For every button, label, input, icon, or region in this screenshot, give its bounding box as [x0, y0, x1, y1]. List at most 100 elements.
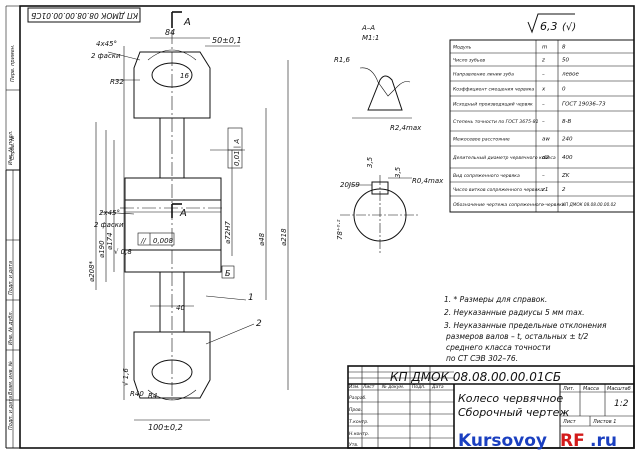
svg-text:Утв.: Утв. [349, 442, 358, 448]
wheel-section-view: А А [95, 11, 289, 421]
datum-b: Б [221, 265, 235, 279]
svg-text:Подп.: Подп. [412, 384, 426, 390]
svg-text:Б: Б [225, 269, 231, 278]
svg-text:Лит.: Лит. [562, 386, 575, 392]
svg-text:Т.контр.: Т.контр. [349, 419, 369, 425]
dim-r04max: R0,4max [412, 177, 444, 185]
svg-text:№ докум.: № докум. [381, 384, 404, 390]
svg-text:Дата: Дата [431, 384, 444, 390]
dim-40: 40 [176, 304, 185, 312]
param-symbol: m [542, 45, 547, 51]
param-value: 8 [562, 45, 566, 51]
tooth-profile-view: А–А М1:1 R1,6 R2,4max [334, 24, 422, 132]
dim-r16: R1,6 [334, 56, 351, 64]
param-symbol: z [541, 58, 545, 64]
svg-text://: // [140, 237, 146, 245]
title-block-code: КП ДМОК 08.08.00.00.01СБ [390, 370, 561, 384]
dim-chamfer-top-count: 2 фаски [91, 52, 121, 60]
drawing-title: Колесо червячное [458, 392, 563, 405]
dim-key-20js9: 20JS9 [340, 181, 360, 189]
sheet-frame [19, 5, 635, 449]
param-value: 2 [562, 187, 566, 193]
param-name: Число зубьев [453, 58, 485, 64]
param-symbol: – [542, 72, 545, 78]
dim-bore-72h7: ⌀72H7 [224, 221, 232, 244]
note-line: 2. Неуказанные радиусы 5 мм max. [444, 308, 585, 317]
dim-r24max: R2,4max [390, 124, 422, 132]
dim-diameter-48: ⌀48 [258, 232, 266, 246]
note-line: 1. * Размеры для справок. [444, 295, 547, 304]
param-value: 0 [562, 87, 566, 93]
callout-1: 1 [248, 293, 254, 303]
svg-text:Разраб.: Разраб. [349, 395, 367, 401]
dim-chamfer-bore: 2х45° [99, 209, 120, 217]
section-marker-mid: А [179, 208, 187, 219]
section-scale: М1:1 [362, 34, 379, 42]
side-column-label: Инв. № подл. [8, 131, 14, 166]
watermark-logo: Kursovoy RF .ru [458, 431, 617, 451]
param-symbol: d2 [542, 155, 549, 161]
note-line: среднего класса точности [446, 343, 551, 352]
param-name: Коэффициент смещения червяка [453, 87, 534, 93]
title-block: КП ДМОК 08.08.00.00.01СБ Колесо червячно… [347, 365, 635, 449]
param-symbol: – [542, 173, 545, 179]
svg-text:.ru: .ru [590, 431, 617, 451]
param-value: ZK [561, 173, 570, 179]
side-column-label: Инв. № дубл. [8, 311, 14, 345]
svg-text:Масштаб: Масштаб [607, 386, 631, 392]
dim-r40: R40 [130, 390, 144, 398]
scale-value: 1:2 [614, 399, 629, 409]
keyway-section-view: 20JS9 3,5 3,5 R0,4max 78⁺⁰·² [336, 156, 444, 255]
main-view-dimensions: 4х45° 2 фаски R32 2х45° 2 фаски √ 0,8 ⌀2… [88, 28, 288, 432]
param-name: Обозначение чертежа сопряженного червяка [453, 202, 565, 208]
dim-width-84: 84 [165, 28, 175, 37]
dim-diameter-190: ⌀190 [98, 240, 106, 258]
dim-chamfer-top: 4х45° [96, 40, 117, 48]
param-name: Направление линии зуба [453, 72, 514, 78]
side-columns: Инв. № подл. Подп. и дата Взам. инв. № И… [5, 5, 21, 449]
dim-roughness-16: √ 1,6 [122, 368, 130, 386]
param-value: 8-В [562, 119, 571, 125]
dim-78: 78⁺⁰·² [336, 219, 344, 240]
note-line: размеров валов – t, остальных ± t/2 [445, 332, 588, 341]
runout-tolerance-frame: 0,01 | А [227, 127, 243, 169]
param-value: левое [561, 72, 580, 78]
side-column-label: Перв. примен. [10, 44, 16, 82]
svg-text:Листов 1: Листов 1 [592, 419, 616, 425]
svg-text:6,3: 6,3 [540, 20, 558, 33]
param-value: 50 [562, 58, 569, 64]
section-marker-top: А [183, 17, 191, 28]
param-symbol: – [542, 102, 545, 108]
technical-notes: 1. * Размеры для справок. 2. Неуказанные… [444, 295, 607, 363]
dim-35: 3,5 [366, 156, 374, 168]
param-value: 240 [562, 137, 573, 143]
parallelism-frame: // 0,008 [137, 232, 175, 246]
param-symbol: – [542, 202, 545, 208]
note-line: по СТ СЭВ 302–76. [446, 354, 518, 363]
side-column-label: Подп. и дата [8, 396, 14, 430]
dim-16: 16 [180, 72, 189, 80]
note-line: 3. Неуказанные предельные отклонения [444, 321, 607, 330]
dim-roughness-bore: √ 0,8 [114, 248, 132, 256]
param-name: Вид сопряженного червяка [453, 173, 520, 179]
svg-text:0,01 | А: 0,01 | А [233, 139, 241, 166]
side-column-label: Справ. № [10, 136, 16, 160]
dim-chamfer-bore-count: 2 фаски [94, 221, 124, 229]
svg-text:Масса: Масса [583, 386, 599, 392]
param-name: Модуль [453, 45, 472, 51]
param-name: Число витков сопряженного червяка [453, 187, 543, 193]
svg-text:0,008: 0,008 [153, 237, 174, 245]
side-column-label: Подп. и дата [8, 261, 14, 295]
general-roughness: 6,3 (√) [527, 13, 576, 34]
param-name: Межосевое расстояние [453, 137, 510, 143]
svg-text:Н.контр.: Н.контр. [349, 431, 369, 437]
side-column-label: Взам. инв. № [8, 361, 14, 395]
dim-width-100: 100±0,2 [148, 423, 183, 432]
section-title: А–А [361, 24, 375, 32]
svg-text:Лист: Лист [562, 419, 577, 425]
top-stamp: КП ДМОК 08.08.00.00.01СБ [27, 7, 141, 23]
svg-text:КП ДМОК 08.08.00.00.01СБ: КП ДМОК 08.08.00.00.01СБ [31, 11, 138, 20]
dim-diameter-208: ⌀208* [88, 260, 96, 282]
